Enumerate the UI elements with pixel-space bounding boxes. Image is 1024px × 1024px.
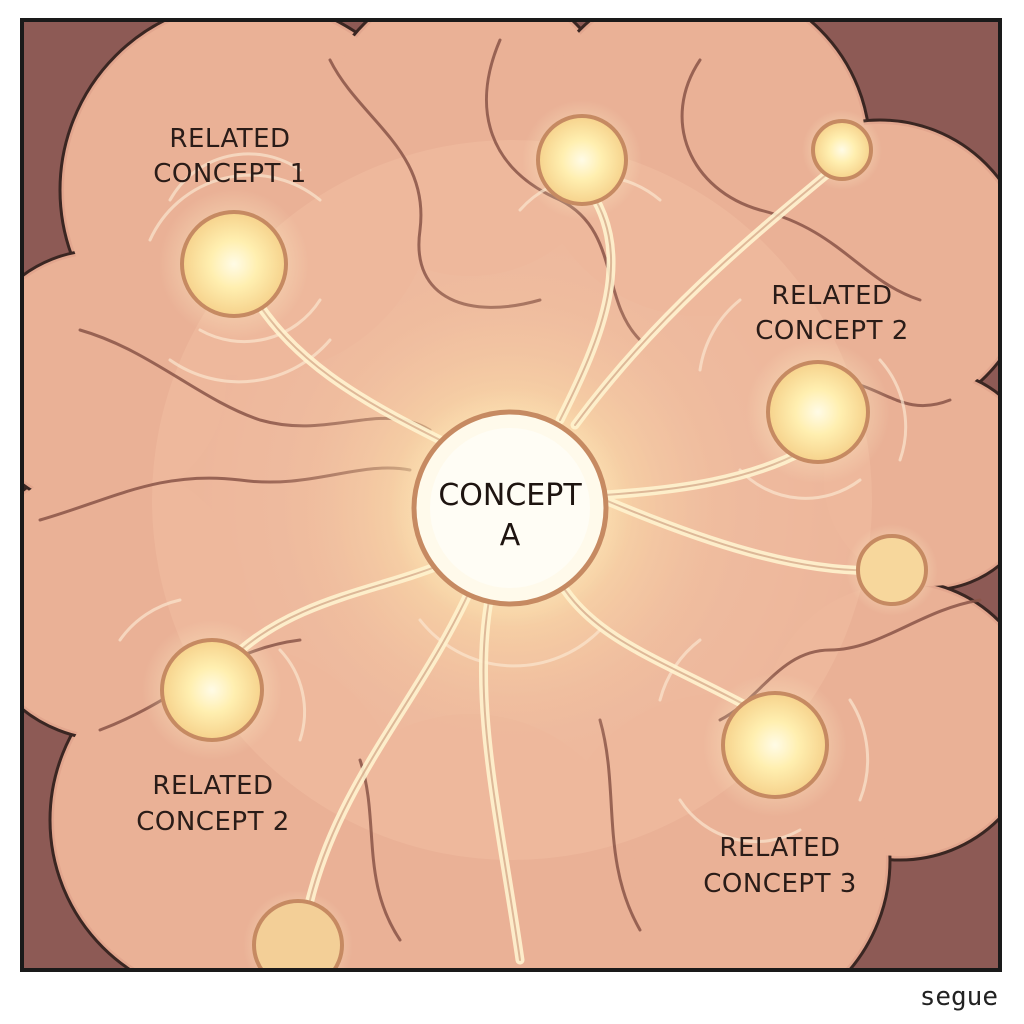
related-concept-2-right-sublabel: CONCEPT 2 [755, 316, 909, 346]
related-concept-3-sublabel: CONCEPT 3 [703, 869, 857, 899]
artist-signature: segue [920, 982, 998, 1012]
central-concept-label: CONCEPT [438, 478, 582, 513]
related-concept-1-sublabel: CONCEPT 1 [153, 159, 307, 189]
central-concept-node [390, 388, 630, 628]
panel-border [20, 18, 1002, 972]
node-top-right [802, 110, 882, 190]
central-concept-sublabel: A [500, 518, 521, 553]
related-concept-2-right-label: RELATED [771, 281, 892, 311]
related-concept-3-label: RELATED [719, 833, 840, 863]
related-concept-2-left-sublabel: CONCEPT 2 [136, 807, 290, 837]
related-concept-1-label: RELATED [169, 124, 290, 154]
node-top [522, 100, 642, 220]
node-related-concept-3 [703, 673, 847, 817]
node-related-concept-1 [159, 189, 309, 339]
node-related-concept-2-left [142, 620, 282, 760]
node-right [846, 524, 938, 616]
node-bottom [243, 890, 353, 970]
related-concept-2-left-label: RELATED [152, 771, 273, 801]
node-related-concept-2-right [746, 340, 890, 484]
